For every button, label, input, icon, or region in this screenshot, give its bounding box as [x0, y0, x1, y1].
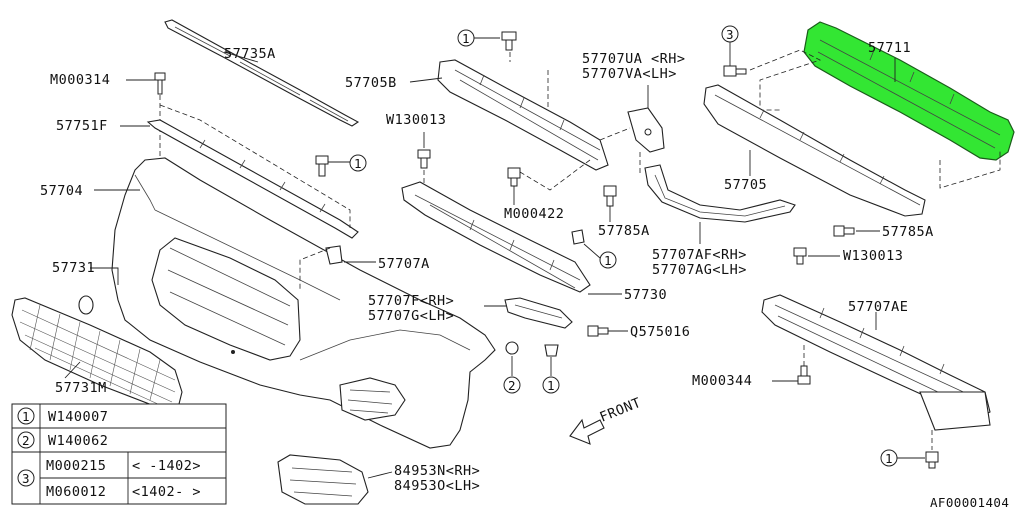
label-M000344: M000344	[692, 373, 752, 389]
part-57731-plug[interactable]	[78, 295, 94, 315]
front-arrow	[569, 418, 605, 445]
part-57707AF-AG-bracket[interactable]	[644, 164, 796, 223]
part-57705B-upper-beam[interactable]	[437, 59, 609, 171]
label-W130013-a: W130013	[386, 112, 446, 128]
bolt-callout-3[interactable]	[723, 65, 747, 77]
svg-text:1: 1	[604, 253, 612, 268]
legend-row3a-range: < -1402>	[132, 458, 201, 474]
part-57707UA-VA-bracket[interactable]	[627, 107, 665, 153]
label-57751F: 57751F	[56, 118, 108, 134]
label-57707G: 57707G<LH>	[368, 308, 454, 324]
callout-1-c: 1	[599, 251, 617, 269]
label-W130013-b: W130013	[843, 248, 903, 264]
callout-3-a: 3	[721, 25, 739, 43]
clip-W130013-left[interactable]	[417, 149, 431, 169]
legend-row3b-range: <1402- >	[132, 484, 201, 500]
label-57707AG: 57707AG<LH>	[652, 262, 747, 278]
svg-text:1: 1	[462, 31, 470, 46]
clip-W140062[interactable]	[505, 341, 519, 355]
bolt-M000314[interactable]	[154, 72, 166, 95]
legend-row1-part: W140007	[48, 409, 108, 425]
clip-W130013-right[interactable]	[793, 247, 807, 265]
label-M000422: M000422	[504, 206, 564, 222]
label-57730: 57730	[624, 287, 667, 303]
label-front: FRONT	[598, 395, 644, 426]
label-57731: 57731	[52, 260, 95, 276]
svg-text:3: 3	[726, 27, 734, 42]
clip-bottom-right[interactable]	[925, 451, 939, 469]
part-57730-lower-beam[interactable]	[401, 181, 591, 293]
label-57705: 57705	[724, 177, 767, 193]
callout-2-a: 2	[503, 376, 521, 394]
part-57707AE-lower-beam[interactable]	[761, 294, 991, 431]
svg-text:1: 1	[885, 451, 893, 466]
label-57707A: 57707A	[378, 256, 430, 272]
svg-text:1: 1	[354, 156, 362, 171]
callout-1-b: 1	[457, 29, 475, 47]
bolt-57785A-center[interactable]	[603, 185, 617, 207]
svg-text:2: 2	[508, 378, 516, 393]
label-57785A-b: 57785A	[882, 224, 934, 240]
bolt-top-center[interactable]	[501, 31, 517, 51]
label-57731M: 57731M	[55, 380, 107, 396]
label-57704: 57704	[40, 183, 83, 199]
bolt-M000344[interactable]	[797, 365, 811, 385]
callout-1-a: 1	[349, 154, 367, 172]
bolt-M000422[interactable]	[507, 167, 521, 187]
screw-Q575016[interactable]	[587, 325, 609, 337]
svg-text:1: 1	[547, 378, 555, 393]
label-84953O: 84953O<LH>	[394, 478, 480, 494]
label-57707AF: 57707AF<RH>	[652, 247, 747, 263]
callout-1-d: 1	[542, 376, 560, 394]
part-57705-absorber[interactable]	[703, 84, 926, 217]
part-57735A-trim-strip[interactable]	[164, 19, 360, 127]
label-M000314: M000314	[50, 72, 110, 88]
callout-1-e: 1	[880, 449, 898, 467]
label-57785A-a: 57785A	[598, 223, 650, 239]
legend-row3a-part: M000215	[46, 458, 106, 474]
part-57707F-G-side-bracket[interactable]	[504, 297, 573, 329]
legend-table: 1 W140007 2 W140062 3 M000215 < -1402> M…	[11, 403, 227, 505]
label-57735A: 57735A	[224, 46, 276, 62]
bolt-clip-upper[interactable]	[315, 155, 329, 177]
part-57707A-clip[interactable]	[325, 245, 343, 265]
legend-row3-no: 3	[22, 471, 30, 486]
part-57751F-bracket[interactable]	[146, 119, 359, 239]
part-84953N-O-fog-cover[interactable]	[277, 454, 369, 505]
bolt-57785A-right[interactable]	[833, 225, 855, 237]
label-57707AE: 57707AE	[848, 299, 908, 315]
label-57707UA: 57707UA <RH>	[582, 51, 686, 67]
legend-row2-part: W140062	[48, 433, 108, 449]
legend-row2-no: 2	[22, 433, 30, 448]
label-57707F: 57707F<RH>	[368, 293, 454, 309]
diagram-code: AF00001404	[930, 495, 1009, 508]
label-57711: 57711	[868, 40, 911, 56]
clip-mid[interactable]	[571, 229, 585, 245]
part-57704-bumper-face[interactable]	[111, 157, 496, 449]
part-57711-reinforcement-beam[interactable]	[803, 21, 1015, 161]
label-84953N: 84953N<RH>	[394, 463, 480, 479]
clip-W140007-lower[interactable]	[544, 344, 559, 357]
label-57705B: 57705B	[345, 75, 397, 91]
legend-row1-no: 1	[22, 409, 30, 424]
label-Q575016: Q575016	[630, 324, 690, 340]
legend-row3b-part: M060012	[46, 484, 106, 500]
label-57707VA: 57707VA<LH>	[582, 66, 677, 82]
